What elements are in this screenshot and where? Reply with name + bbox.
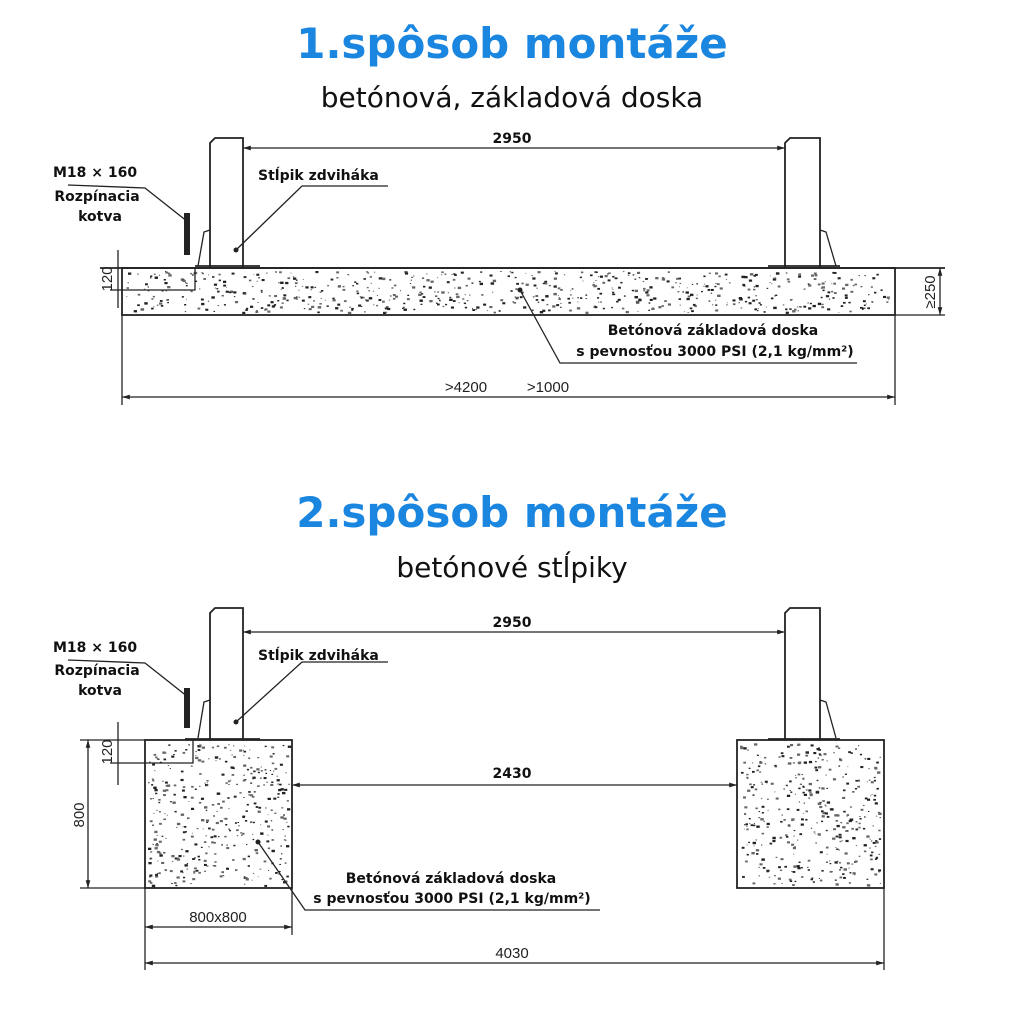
anchor-bolt-icon — [184, 688, 190, 728]
dim-width-label: >1000 — [527, 379, 569, 396]
concrete-label-1: Betónová základová doska — [608, 323, 818, 339]
method1-subtitle: betónová, základová doska — [321, 81, 703, 114]
concrete-slab — [121, 267, 896, 316]
left-concrete-block — [144, 739, 293, 889]
method2-subtitle: betónové stĺpiky — [396, 550, 627, 584]
slab-diagram: 2950 Stĺpik zdviháka M18 × 160 Rozpínaci… — [53, 131, 945, 405]
concrete-texture — [126, 271, 890, 315]
method1-title: 1.spôsob montáže — [296, 19, 728, 68]
column-diagram: 2950 Stĺpik zdviháka M18 × 160 Rozpínaci… — [53, 607, 885, 970]
concrete-texture — [148, 743, 882, 888]
concrete-label-2: s pevnosťou 3000 PSI (2,1 kg/mm²) — [313, 891, 590, 907]
right-post — [784, 607, 821, 740]
post-label: Stĺpik zdviháka — [258, 646, 379, 664]
dim-notch-label: 120 — [99, 739, 116, 764]
anchor-name-label: Rozpínacia — [54, 663, 139, 679]
anchor-size-label: M18 × 160 — [53, 165, 137, 181]
concrete-label-1: Betónová základová doska — [346, 871, 556, 887]
anchor-name-label: Rozpínacia — [54, 189, 139, 205]
dim-gap-label: 2430 — [493, 766, 532, 782]
anchor-name-label-2: kotva — [78, 209, 122, 225]
dim-thickness-label: ≥250 — [922, 275, 939, 308]
dim-total-label: 4030 — [495, 945, 528, 962]
dim-notch-label: 120 — [99, 266, 116, 291]
dim-posts-label: 2950 — [493, 615, 532, 631]
anchor-name-label-2: kotva — [78, 683, 122, 699]
method2-title: 2.spôsob montáže — [296, 488, 728, 537]
anchor-bolt-icon — [184, 213, 190, 255]
dim-block-label: 800x800 — [189, 909, 247, 926]
post-label: Stĺpik zdviháka — [258, 166, 379, 184]
dim-posts-label: 2950 — [493, 131, 532, 147]
dim-length-label: >4200 — [445, 379, 487, 396]
left-post — [209, 607, 244, 740]
dim-depth-label: 800 — [71, 802, 88, 827]
slab-notch — [122, 268, 196, 291]
concrete-label-2: s pevnosťou 3000 PSI (2,1 kg/mm²) — [576, 344, 853, 360]
right-post — [784, 137, 821, 268]
anchor-size-label: M18 × 160 — [53, 640, 137, 656]
left-post — [209, 137, 244, 268]
